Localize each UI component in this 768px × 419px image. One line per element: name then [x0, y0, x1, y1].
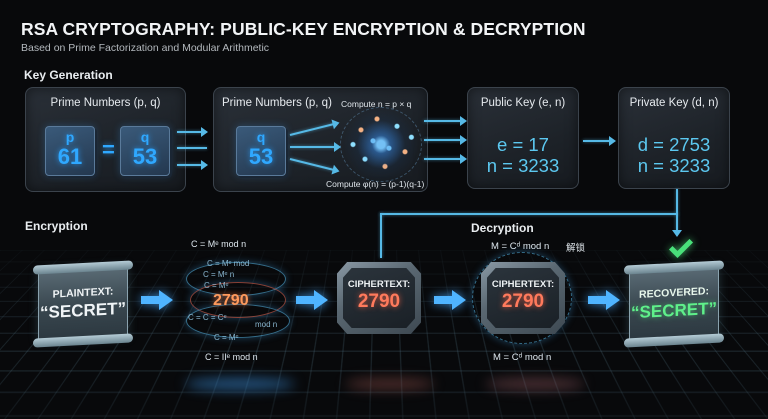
- compute-n-label: Compute n = p × q: [341, 99, 412, 109]
- arrow-encrypt-to-ciphertext: [296, 290, 328, 310]
- enc-formula-bottom: C = IIᵉ mod n: [205, 352, 258, 362]
- unlock-text: 解锁: [566, 243, 586, 254]
- arrow-plaintext-to-encrypt: [141, 290, 173, 310]
- recovered-value: “SECRET”: [631, 298, 717, 323]
- arrow-decrypt-to-recovered: [588, 290, 620, 310]
- prime-q-value: 53: [132, 144, 158, 169]
- section-label-encryption: Encryption: [25, 219, 88, 233]
- arrow-primes-to-compute-3: [177, 160, 208, 170]
- arrow-public-to-private: [583, 136, 616, 146]
- decryption-ciphertext-label: CIPHERTEXT:: [491, 279, 555, 290]
- decryption-swirl-ring: [472, 252, 572, 344]
- glow-strip-red: [345, 378, 435, 390]
- compute-q-value: 53: [248, 144, 274, 169]
- enc-formula-1: C = Mᵉ mod: [207, 259, 250, 268]
- private-key-n: n = 3233: [637, 155, 711, 176]
- enc-formula-4: C = C = Cᵉ: [188, 313, 227, 322]
- arrow-compute-to-public-3: [424, 154, 467, 164]
- plaintext-scroll: PLAINTEXT: “SECRET”: [38, 265, 128, 343]
- arrow-primes-to-compute-1: [177, 127, 208, 137]
- public-key-panel: Public Key (e, n) e = 17 n = 3233: [467, 87, 579, 189]
- page-subtitle: Based on Prime Factorization and Modular…: [21, 42, 270, 54]
- prime-p-value: 61: [57, 144, 83, 169]
- compute-q-symbol: q: [256, 129, 266, 145]
- enc-formula-5: mod n: [255, 320, 278, 329]
- decryption-ciphertext-value: 2790: [501, 291, 545, 312]
- public-key-e: e = 17: [497, 134, 549, 155]
- prime-p-tile: p 61: [45, 126, 95, 176]
- arrow-compute-to-public-2: [424, 135, 467, 145]
- section-label-key-generation: Key Generation: [24, 68, 113, 82]
- prime-q-tile: q 53: [120, 126, 170, 176]
- private-key-title: Private Key (d, n): [629, 97, 719, 109]
- public-key-values: e = 17 n = 3233: [468, 134, 578, 176]
- compute-q-tile: q 53: [236, 126, 286, 176]
- primes-panel-title: Prime Numbers (p, q): [50, 97, 161, 109]
- public-key-title: Public Key (e, n): [480, 97, 566, 109]
- prime-p-symbol: p: [65, 129, 75, 145]
- enc-formula-2: C = Mᵉ n: [203, 270, 235, 279]
- arrow-compute-to-public-1: [424, 116, 467, 126]
- prime-q-symbol: q: [140, 129, 150, 145]
- prime-network-sphere-icon: [340, 107, 422, 182]
- connector-to-ciphertext: [380, 213, 382, 258]
- private-key-panel: Private Key (d, n) d = 2753 n = 3233: [618, 87, 730, 189]
- primes-panel: Prime Numbers (p, q) p 61 = q 53: [25, 87, 186, 192]
- enc-formula-top: C = Mᵉ mod n: [191, 239, 247, 249]
- plaintext-value: “SECRET”: [40, 298, 126, 323]
- arrow-primes-to-compute-2: [177, 147, 207, 149]
- encryption-swirl-ring-3: [186, 304, 290, 338]
- private-key-d: d = 2753: [637, 134, 711, 155]
- glow-strip-blue: [185, 378, 295, 390]
- ciphertext-label: CIPHERTEXT:: [347, 279, 411, 290]
- page-title: RSA CRYPTOGRAPHY: PUBLIC-KEY ENCRYPTION …: [21, 19, 586, 39]
- compute-phi-label: Compute φ(n) = (p-1)(q-1): [326, 179, 425, 189]
- decryption-ciphertext-box: CIPHERTEXT: 2790: [481, 262, 565, 334]
- compute-panel-title: Prime Numbers (p, q): [222, 97, 332, 109]
- enc-formula-3: C = Mᵉ: [204, 281, 229, 290]
- glow-strip-pink: [485, 378, 585, 390]
- section-label-decryption: Decryption: [471, 221, 534, 235]
- dec-formula-bottom: M = Cᵈ mod n: [493, 352, 552, 363]
- recovered-scroll: RECOVERED: “SECRET”: [629, 265, 719, 343]
- enc-formula-6: C = Mᵉ: [214, 333, 239, 342]
- ciphertext-box: CIPHERTEXT: 2790: [337, 262, 421, 334]
- dec-formula-top: M = Cᵈ mod n: [491, 241, 550, 252]
- ciphertext-value: 2790: [357, 291, 401, 312]
- encryption-result-value: 2790: [213, 292, 249, 309]
- equals-sign: =: [102, 137, 115, 162]
- arrow-to-network-2: [290, 142, 341, 152]
- arrow-ciphertext-to-decrypt: [434, 290, 466, 310]
- public-key-n: n = 3233: [486, 155, 560, 176]
- connector-horizontal: [380, 213, 678, 215]
- private-key-values: d = 2753 n = 3233: [619, 134, 729, 176]
- connector-private-to-recovered: [672, 189, 682, 237]
